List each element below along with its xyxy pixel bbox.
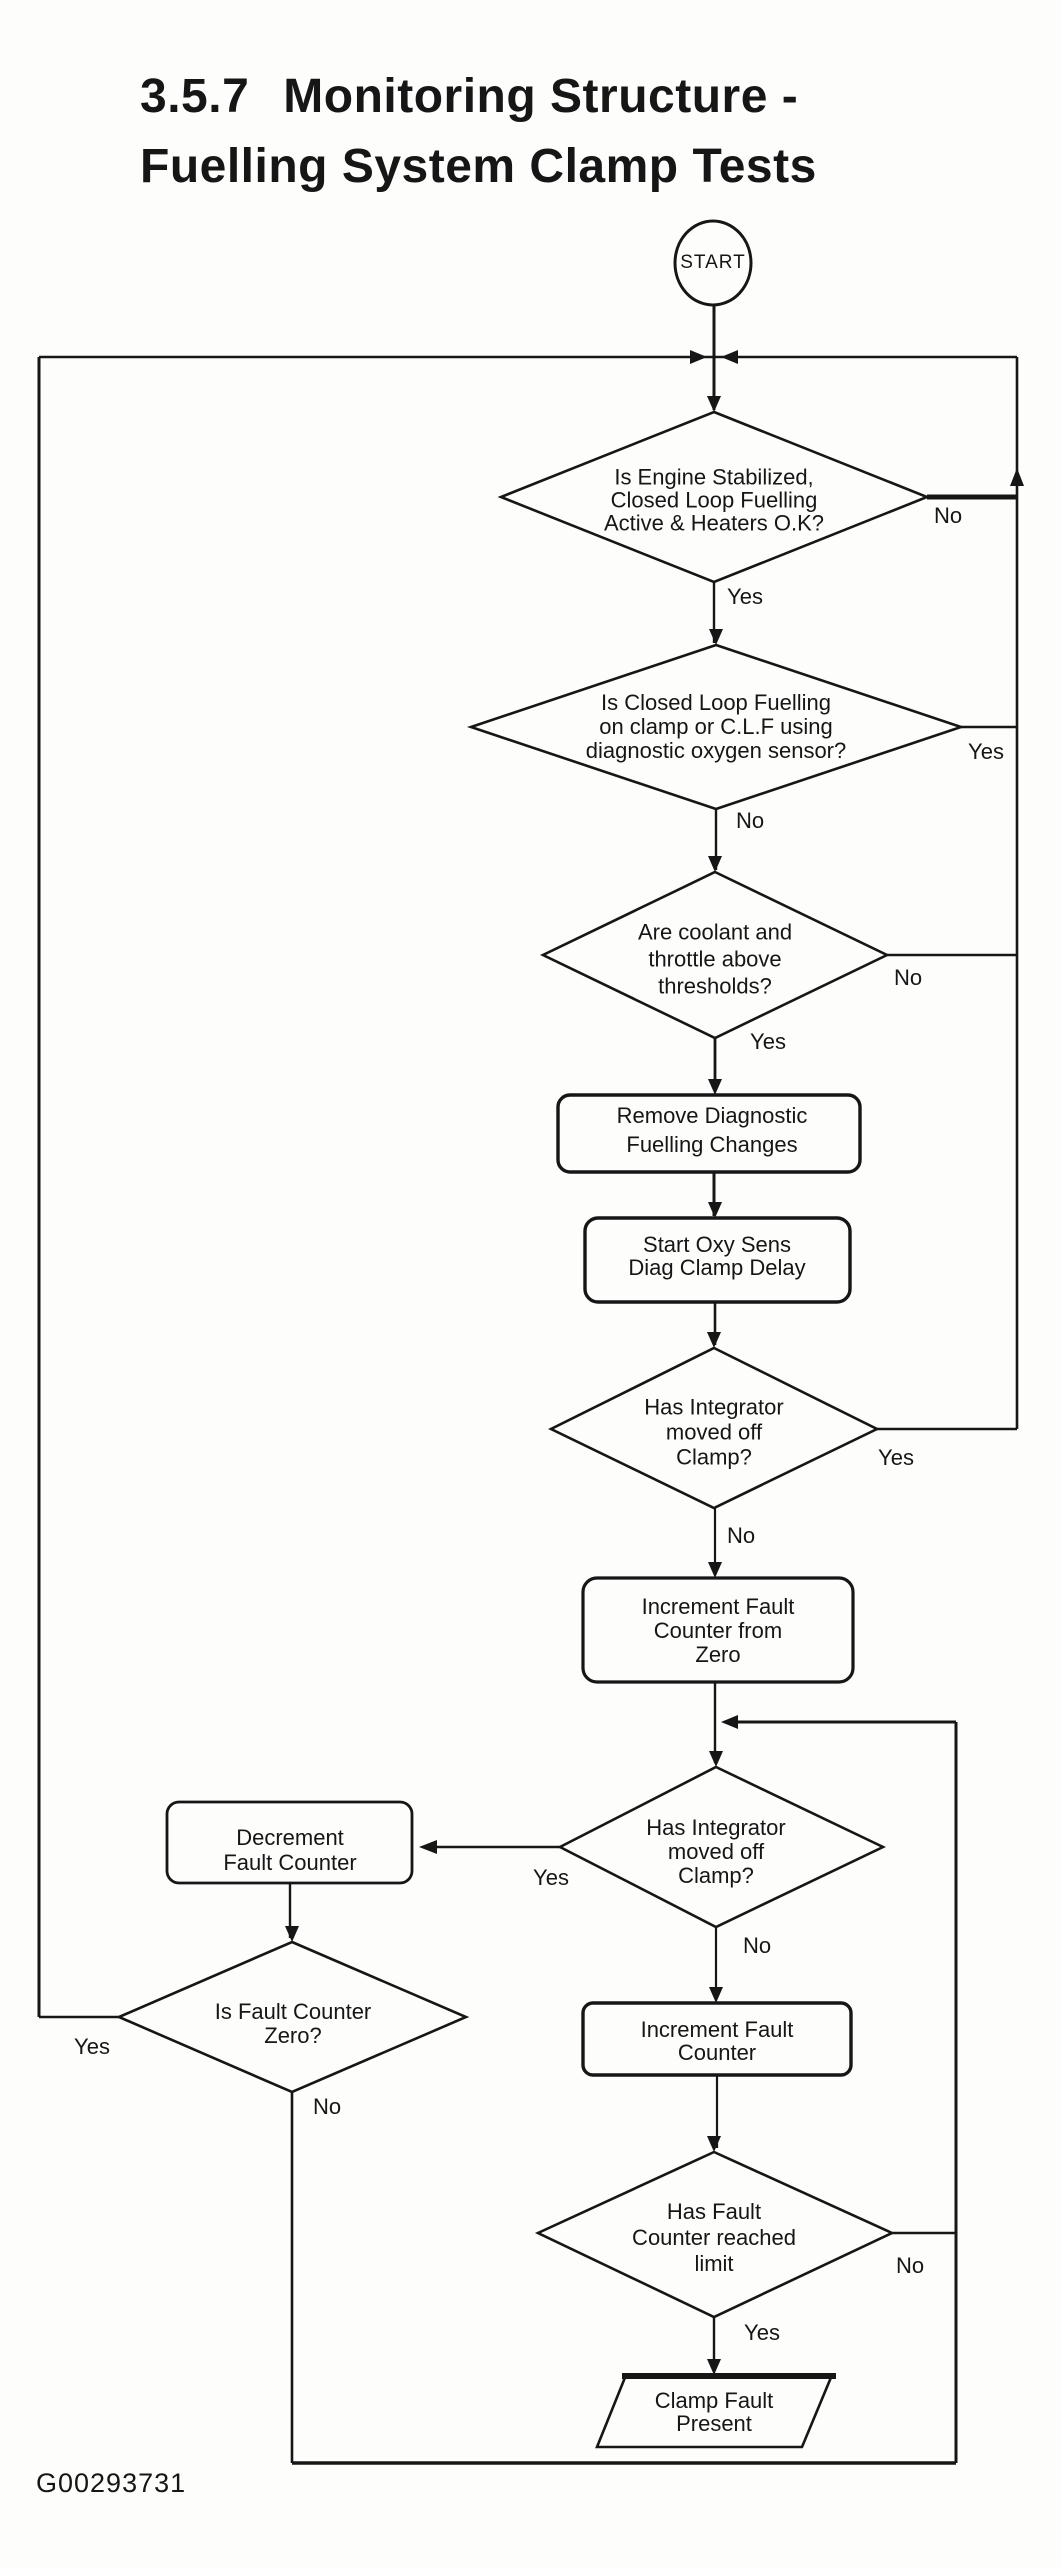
label-integrator2-no: No — [742, 1933, 772, 1958]
start-label: START — [680, 252, 746, 273]
arrow-merge-left — [721, 350, 738, 364]
page-title: 3.5.7 Monitoring Structure - Fuelling Syst… — [140, 62, 817, 202]
output-clamp-fault-label: Clamp Fault Present — [654, 2388, 774, 2436]
label-limit-yes: Yes — [744, 2320, 780, 2345]
section-number: 3.5.7 — [140, 70, 250, 123]
arrow-into-decrement-box — [419, 1840, 437, 1854]
process-start-delay — [583, 1216, 852, 1304]
decision-limit-label: Has Fault Counter reached limit — [632, 2199, 796, 2276]
figure-id: G00293731 — [36, 2468, 187, 2498]
decision-clf-clamp — [466, 643, 966, 811]
label-engine-yes: Yes — [727, 584, 763, 609]
process-decrement-label: Decrement Fault Counter — [223, 1825, 357, 1875]
decision-integrator-2 — [557, 1765, 887, 1929]
arrow-into-clamp-fault — [707, 2359, 721, 2375]
arrowheads — [285, 350, 1024, 2375]
decision-engine-label: Is Engine Stabilized, Closed Loop Fuelli… — [603, 464, 825, 536]
title-line2: Fuelling System Clamp Tests — [140, 140, 817, 193]
label-limit-no: No — [895, 2253, 925, 2278]
arrow-merge-right — [690, 350, 707, 364]
process-increment-label: Increment Fault Counter — [640, 2017, 794, 2065]
label-integrator1-no: No — [726, 1523, 756, 1548]
process-inczero-label: Increment Fault Counter from Zero — [641, 1594, 795, 1667]
arrow-right-rail-up — [1010, 468, 1024, 486]
arrow-into-remove-box — [708, 1079, 722, 1095]
decision-coolant-throttle — [540, 870, 890, 1040]
decision-counter-limit — [534, 2150, 896, 2319]
arrow-into-decision-3 — [708, 856, 722, 872]
label-zero-no: No — [312, 2094, 342, 2119]
arrow-into-integrator-1 — [707, 1332, 721, 1348]
label-integrator2-yes: Yes — [533, 1865, 569, 1890]
arrow-feedback-left — [721, 1715, 738, 1729]
process-increment-counter — [581, 2001, 853, 2077]
decision-counter-zero — [115, 1940, 470, 2094]
decision-coolant-label: Are coolant and throttle above threshold… — [637, 919, 793, 999]
label-clf-no: No — [735, 808, 765, 833]
start-terminator — [673, 219, 753, 307]
label-coolant-yes: Yes — [750, 1029, 786, 1054]
title-line1: Monitoring Structure - — [283, 70, 799, 123]
decision-integrator1-label: Has Integrator moved off Clamp? — [644, 1394, 784, 1470]
arrow-into-decision-1 — [707, 396, 721, 412]
process-delay-label: Start Oxy Sens Diag Clamp Delay — [628, 1232, 806, 1280]
decision-zero-label: Is Fault Counter Zero? — [214, 1999, 372, 2048]
label-coolant-no: No — [893, 965, 923, 990]
arrow-into-decision-2 — [709, 629, 723, 645]
label-integrator1-yes: Yes — [878, 1445, 914, 1470]
decision-engine-stabilized — [497, 410, 931, 584]
arrow-into-increment-box — [709, 1987, 723, 2003]
decision-integrator2-label: Has Integrator moved off Clamp? — [646, 1815, 786, 1888]
arrow-into-zero-decision — [285, 1926, 299, 1942]
label-zero-yes: Yes — [74, 2034, 110, 2059]
arrow-into-delay-box — [708, 1202, 722, 1218]
process-increment-from-zero — [581, 1576, 855, 1684]
label-clf-yes: Yes — [968, 739, 1004, 764]
process-remove-label: Remove Diagnostic Fuelling Changes — [616, 1103, 808, 1157]
arrow-into-integrator-2 — [709, 1751, 723, 1767]
label-engine-no: No — [933, 503, 963, 528]
process-decrement-counter — [165, 1800, 414, 1885]
decision-clf-label: Is Closed Loop Fuelling on clamp or C.L.… — [585, 690, 847, 763]
arrow-into-limit-decision — [707, 2136, 721, 2152]
process-remove-diagnostic — [556, 1093, 862, 1174]
arrow-into-inczero-box — [708, 1562, 722, 1578]
decision-integrator-1 — [548, 1346, 880, 1510]
